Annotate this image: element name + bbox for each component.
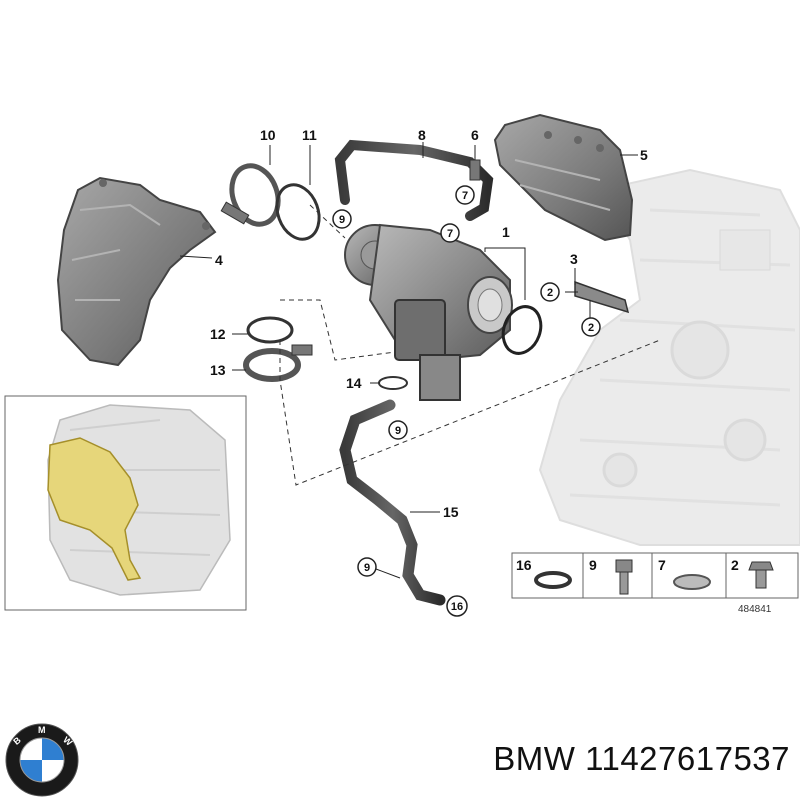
circled-callout-7b: 7 <box>440 223 460 243</box>
legend-cell-7-label: 7 <box>658 557 666 573</box>
bmw-logo: B M W <box>5 723 79 797</box>
circled-callout-9c: 9 <box>357 557 401 579</box>
part-number-label: BMW 11427617537 <box>493 740 790 777</box>
callout-12: 12 <box>210 326 226 342</box>
turbocharger-part-1 <box>344 223 526 401</box>
legend-cell-16-label: 16 <box>516 557 532 573</box>
circled-callout-9a: 9 <box>332 209 352 229</box>
svg-text:9: 9 <box>339 214 345 226</box>
callout-15: 15 <box>443 504 459 520</box>
bracket-part-3 <box>565 268 630 318</box>
legend-o-ring-icon <box>534 571 572 589</box>
circled-callout-9b: 9 <box>388 420 408 440</box>
engine-block-background <box>538 168 800 546</box>
svg-text:M: M <box>38 725 46 735</box>
callout-14: 14 <box>346 375 362 391</box>
engine-location-inset <box>4 395 247 611</box>
highlighted-turbo-area <box>47 437 142 581</box>
circled-callout-2a: 2 <box>540 282 560 302</box>
svg-text:7: 7 <box>447 228 453 240</box>
heat-shield-right <box>493 113 638 242</box>
oil-return-line-part-15 <box>339 399 446 606</box>
gasket-part-11 <box>275 145 321 241</box>
heat-shield-left <box>56 176 217 367</box>
gasket-part-14 <box>370 376 408 390</box>
svg-text:B: B <box>11 735 23 747</box>
diagram-reference-number: 484841 <box>738 604 772 615</box>
legend-socket-bolt-icon <box>615 559 633 595</box>
callout-3: 3 <box>570 251 578 267</box>
callout-10: 10 <box>260 127 276 143</box>
small-parts-legend: 16 9 7 2 484841 <box>511 552 799 615</box>
callout-8: 8 <box>418 127 426 143</box>
legend-cell-9-label: 9 <box>589 557 597 573</box>
dashed-guide-lines <box>279 204 661 486</box>
banjo-bolt-part-6 <box>469 145 481 181</box>
legend-washer-icon <box>673 574 711 590</box>
clamp-part-10 <box>220 145 281 227</box>
callout-5: 5 <box>640 147 648 163</box>
oil-feed-line-part-8 <box>334 139 494 221</box>
circled-callout-7a: 7 <box>455 185 475 205</box>
svg-text:7: 7 <box>462 190 468 202</box>
svg-text:9: 9 <box>395 425 401 437</box>
o-ring <box>501 305 543 355</box>
callout-11: 11 <box>302 127 317 143</box>
callout-13: 13 <box>210 362 226 378</box>
svg-text:2: 2 <box>547 287 553 299</box>
svg-text:9: 9 <box>364 562 370 574</box>
circled-callout-16: 16 <box>446 595 468 617</box>
callout-6: 6 <box>471 127 479 143</box>
callout-4: 4 <box>215 252 223 268</box>
svg-text:16: 16 <box>451 601 463 613</box>
legend-hex-bolt-icon <box>748 561 774 589</box>
gasket-part-12 <box>232 316 294 344</box>
svg-text:2: 2 <box>588 322 594 334</box>
circled-callout-2b: 2 <box>581 317 601 337</box>
clamp-part-13 <box>232 344 313 382</box>
legend-cell-2-label: 2 <box>731 557 739 573</box>
callout-1: 1 <box>502 224 510 240</box>
